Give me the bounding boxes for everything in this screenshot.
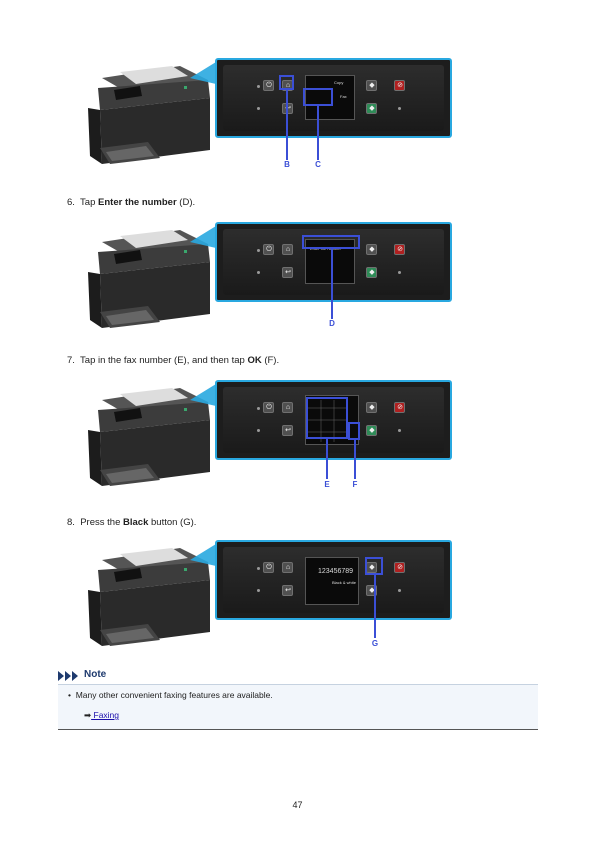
step-bold-text: OK — [247, 355, 262, 366]
operation-panel: ⏻ ⌂ ↩ ◆ ⊘ ◆ — [215, 380, 452, 460]
lcd-copy-label[interactable]: Copy — [334, 80, 344, 85]
indicator-dot — [257, 271, 260, 274]
touch-screen[interactable]: 123456789 Black & white — [305, 557, 359, 605]
arrow-right-icon: ➡ — [84, 710, 92, 720]
step-7: 7. Tap in the fax number (E), and then t… — [67, 355, 279, 366]
step-number: 8. — [67, 517, 75, 528]
indicator-dot — [257, 407, 260, 410]
highlight-enter-number — [302, 235, 360, 249]
touch-screen[interactable]: Copy Fax — [305, 75, 355, 120]
indicator-dot — [257, 85, 260, 88]
printer-illustration — [80, 380, 220, 490]
callout-line — [326, 439, 328, 479]
power-button[interactable]: ⏻ — [263, 244, 274, 255]
highlight-fax-icon — [303, 88, 333, 106]
color-button[interactable]: ◆ — [366, 267, 377, 278]
power-button[interactable]: ⏻ — [263, 80, 274, 91]
highlight-keypad — [306, 397, 348, 439]
note-bullet: • Many other convenient faxing features … — [68, 690, 273, 700]
callout-line — [374, 575, 376, 638]
operation-panel: ⏻ ⌂ ↩ 123456789 Black & white ◆ ⊘ ◆ — [215, 540, 452, 620]
faxing-link[interactable]: Faxing — [93, 710, 120, 720]
home-button[interactable]: ⌂ — [282, 562, 293, 573]
step-text: Tap in the fax number (E), and then tap — [80, 355, 248, 366]
black-button[interactable]: ◆ — [366, 80, 377, 91]
printer-illustration — [80, 540, 220, 650]
back-button[interactable]: ↩ — [282, 585, 293, 596]
stop-button[interactable]: ⊘ — [394, 562, 405, 573]
indicator-dot — [257, 429, 260, 432]
printer-illustration — [80, 222, 220, 332]
black-button[interactable]: ◆ — [366, 402, 377, 413]
callout-line — [331, 249, 333, 319]
indicator-dot — [257, 249, 260, 252]
lcd-black-white: Black & white — [332, 580, 357, 585]
figure-black-button: ⏻ ⌂ ↩ 123456789 Black & white ◆ ⊘ ◆ G — [80, 540, 452, 650]
callout-label-g: G — [371, 639, 379, 648]
printer-illustration — [80, 58, 220, 168]
step-6: 6. Tap Enter the number (D). — [67, 197, 195, 208]
note-header: Note — [58, 669, 538, 683]
callout-label-d: D — [329, 319, 335, 328]
stop-button[interactable]: ⊘ — [394, 244, 405, 255]
home-button[interactable]: ⌂ — [282, 244, 293, 255]
stop-button[interactable]: ⊘ — [394, 80, 405, 91]
figure-keypad: ⏻ ⌂ ↩ ◆ ⊘ ◆ E F — [80, 380, 452, 490]
step-text: button (G). — [148, 517, 197, 528]
indicator-dot — [398, 271, 401, 274]
callout-label-f: F — [352, 480, 358, 489]
highlight-home-button — [279, 75, 294, 90]
black-button[interactable]: ◆ — [366, 244, 377, 255]
callout-label-c: C — [315, 160, 321, 169]
note-title: Note — [84, 669, 107, 680]
color-button[interactable]: ◆ — [366, 425, 377, 436]
lcd-fax-label[interactable]: Fax — [340, 94, 347, 99]
back-button[interactable]: ↩ — [282, 267, 293, 278]
home-button[interactable]: ⌂ — [282, 402, 293, 413]
callout-line — [317, 106, 319, 160]
callout-line — [286, 90, 288, 160]
indicator-dot — [257, 107, 260, 110]
indicator-dot — [257, 589, 260, 592]
color-button[interactable]: ◆ — [366, 585, 377, 596]
step-number: 6. — [67, 197, 75, 208]
lcd-fax-number: 123456789 — [318, 568, 354, 575]
callout-label-e: E — [324, 480, 330, 489]
step-bold-text: Black — [123, 517, 149, 528]
indicator-dot — [257, 567, 260, 570]
highlight-black-button — [365, 557, 383, 575]
callout-label-b: B — [284, 160, 290, 169]
power-button[interactable]: ⏻ — [263, 562, 274, 573]
color-button[interactable]: ◆ — [366, 103, 377, 114]
note-box: • Many other convenient faxing features … — [58, 684, 538, 730]
note-link[interactable]: ➡ Faxing — [84, 710, 119, 721]
step-text: (D). — [176, 197, 196, 208]
step-bold-text: Enter the number — [98, 197, 177, 208]
note-chevrons-icon — [58, 671, 78, 681]
indicator-dot — [398, 589, 401, 592]
indicator-dot — [398, 107, 401, 110]
operation-panel: ⏻ ⌂ ↩ Copy Fax ◆ ⊘ ◆ — [215, 58, 452, 138]
callout-line — [354, 440, 356, 479]
stop-button[interactable]: ⊘ — [394, 402, 405, 413]
touch-screen-keypad[interactable] — [305, 395, 359, 445]
note-bullet-text: Many other convenient faxing features ar… — [75, 690, 273, 700]
step-text: (F). — [261, 355, 280, 366]
back-button[interactable]: ↩ — [282, 103, 293, 114]
step-text: Press the — [80, 517, 123, 528]
step-number: 7. — [67, 355, 75, 366]
keypad-grid[interactable] — [306, 396, 358, 444]
back-button[interactable]: ↩ — [282, 425, 293, 436]
highlight-ok-button — [348, 422, 360, 440]
step-text: Tap — [80, 197, 99, 208]
step-8: 8. Press the Black button (G). — [67, 517, 196, 528]
indicator-dot — [398, 429, 401, 432]
power-button[interactable]: ⏻ — [263, 402, 274, 413]
page-number: 47 — [292, 800, 303, 810]
figure-home-fax: ⏻ ⌂ ↩ Copy Fax ◆ ⊘ ◆ B C — [80, 58, 452, 169]
operation-panel: ⏻ ⌂ ↩ Enter the number ◆ ⊘ ◆ — [215, 222, 452, 302]
figure-enter-number: ⏻ ⌂ ↩ Enter the number ◆ ⊘ ◆ D — [80, 222, 452, 332]
